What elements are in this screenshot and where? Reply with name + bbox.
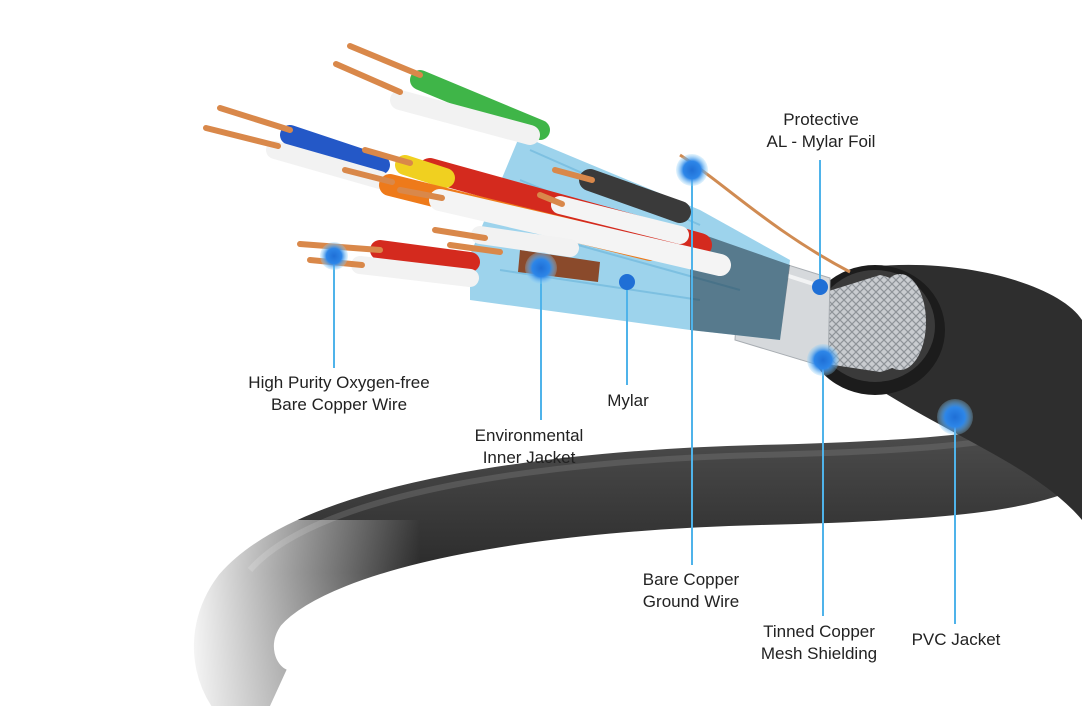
label-ground-wire-line2: Ground Wire xyxy=(642,592,740,611)
label-mylar-line1: Mylar xyxy=(607,391,649,410)
marker-inner-jacket xyxy=(525,252,557,284)
label-foil-line2: AL - Mylar Foil xyxy=(766,132,876,151)
label-inner-jacket-line1: Environmental xyxy=(474,426,584,445)
label-copper-wire-line2: Bare Copper Wire xyxy=(270,395,408,414)
marker-foil xyxy=(812,279,828,295)
label-ground-wire: Bare Copper Ground Wire xyxy=(643,569,739,613)
label-foil: Protective AL - Mylar Foil xyxy=(767,109,876,153)
marker-ground-wire xyxy=(676,154,708,186)
label-foil-line1: Protective xyxy=(783,110,859,129)
leader-lines xyxy=(333,160,956,624)
label-pvc: PVC Jacket xyxy=(912,629,1001,651)
label-inner-jacket-line2: Inner Jacket xyxy=(482,448,576,467)
marker-pvc xyxy=(937,399,973,435)
marker-copper-wire xyxy=(320,242,348,270)
marker-mylar xyxy=(619,274,635,290)
label-copper-wire-line1: High Purity Oxygen-free xyxy=(248,373,430,392)
wire-pairs xyxy=(266,70,731,287)
label-copper-wire: High Purity Oxygen-free Bare Copper Wire xyxy=(248,372,429,416)
marker-dots xyxy=(320,154,973,435)
label-ground-wire-line1: Bare Copper xyxy=(642,570,740,589)
label-inner-jacket: Environmental Inner Jacket xyxy=(475,425,584,469)
label-mesh-line1: Tinned Copper xyxy=(763,622,875,641)
label-mesh-line2: Mesh Shielding xyxy=(760,644,878,663)
cable-loop xyxy=(180,406,1082,706)
label-pvc-line1: PVC Jacket xyxy=(911,630,1001,649)
label-mesh: Tinned Copper Mesh Shielding xyxy=(761,621,877,665)
label-mylar: Mylar xyxy=(607,390,649,412)
marker-mesh xyxy=(807,344,839,376)
